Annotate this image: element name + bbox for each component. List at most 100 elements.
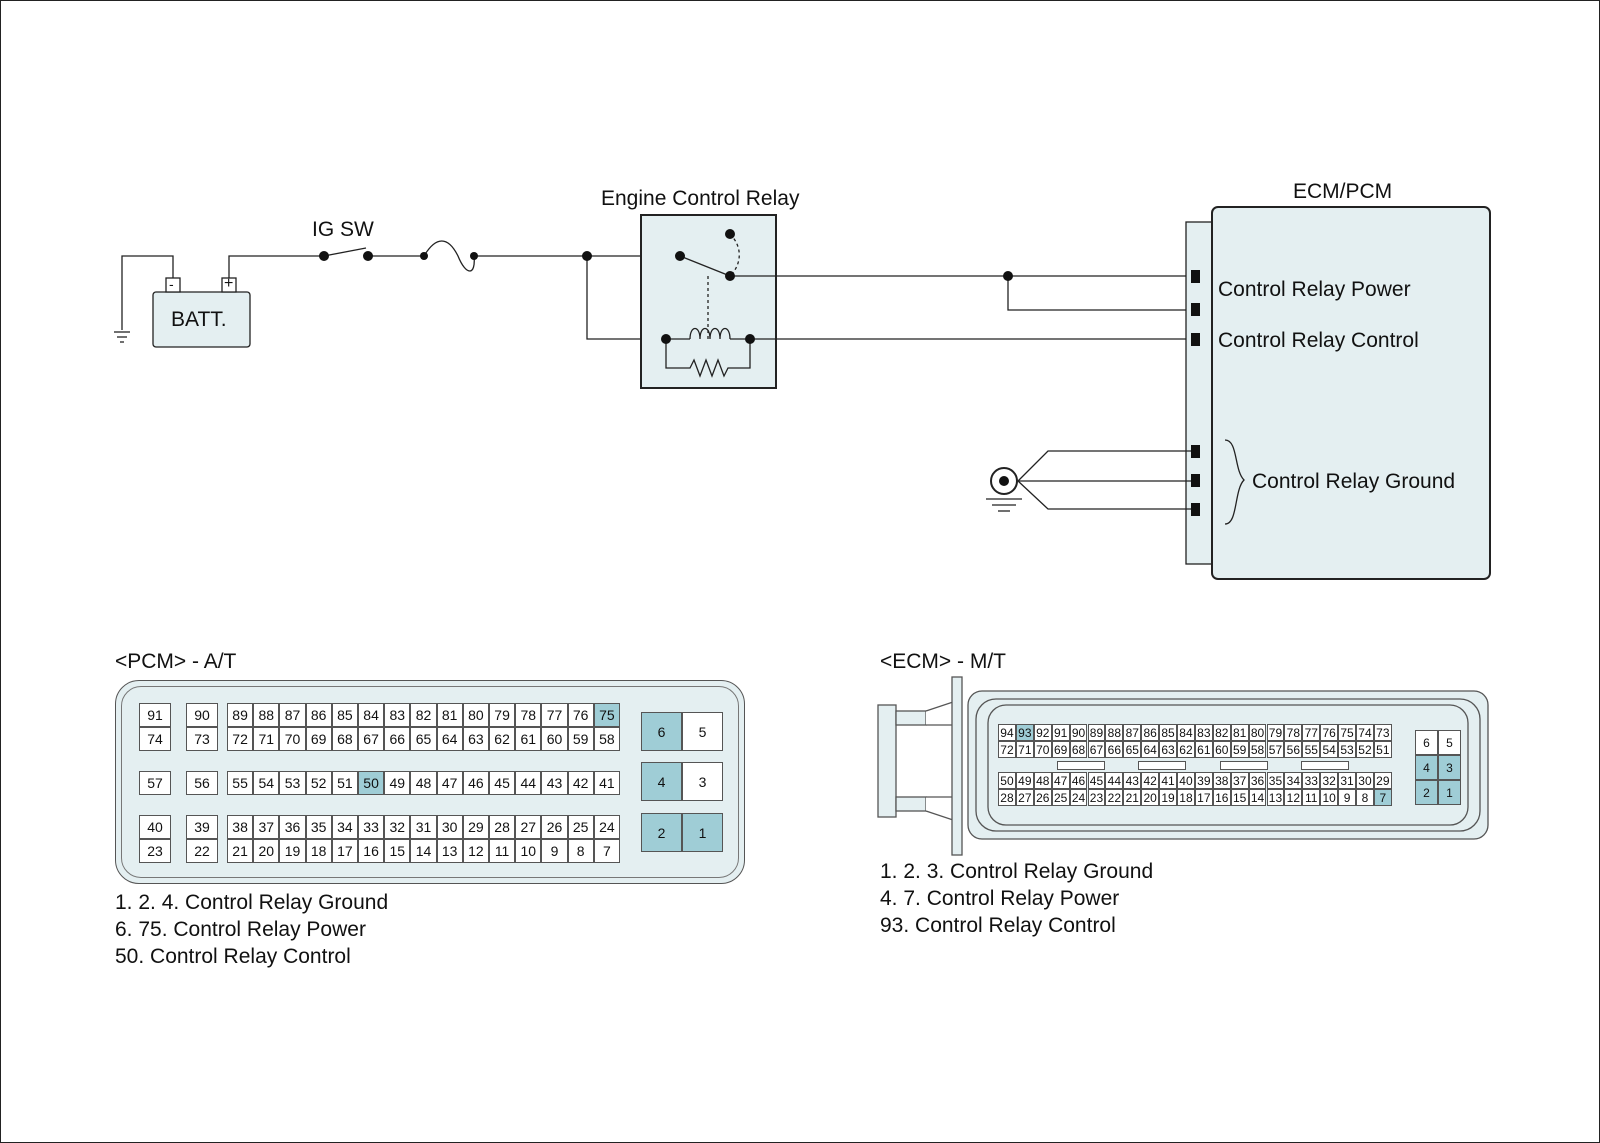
ecm-pin: 89 [1087, 724, 1106, 741]
ecm-pin: 81 [1230, 724, 1249, 741]
ecm-pin: 7 [1373, 789, 1392, 806]
ecm-keying-slot [1220, 761, 1268, 770]
ecm-pin: 11 [1302, 789, 1321, 806]
ecm-pin: 38 [1212, 772, 1231, 789]
pcm-pin: 62 [489, 727, 516, 751]
ecm-pin: 20 [1141, 789, 1160, 806]
ecm-pin: 19 [1159, 789, 1177, 806]
pcm-pin: 39 [186, 815, 218, 839]
ecm-power-pin: 4 [1415, 755, 1438, 780]
ecm-pin: 61 [1194, 741, 1213, 758]
ecm-pin: 32 [1320, 772, 1339, 789]
pcm-pin: 26 [541, 815, 568, 839]
pcm-pin: 86 [305, 703, 332, 727]
pcm-pin: 11 [489, 839, 516, 863]
control-relay-control-label: Control Relay Control [1218, 329, 1419, 352]
ecm-pin: 93 [1015, 724, 1034, 741]
pcm-pin: 13 [436, 839, 463, 863]
pcm-pin: 77 [541, 703, 568, 727]
ecm-pin: 78 [1284, 724, 1303, 741]
pcm-pin: 46 [462, 771, 489, 795]
pcm-pin-list: 1. 2. 4. Control Relay Ground 6. 75. Con… [115, 889, 388, 970]
relay-label: Engine Control Relay [601, 187, 800, 210]
pcm-pin: 87 [279, 703, 306, 727]
pcm-pin: 63 [462, 727, 489, 751]
pcm-pin: 85 [331, 703, 358, 727]
pcm-pin: 10 [515, 839, 542, 863]
ecm-pin: 31 [1338, 772, 1356, 789]
ground-wire-1 [1017, 450, 1195, 482]
pcm-pin: 59 [567, 727, 594, 751]
pcm-pin: 66 [384, 727, 411, 751]
pcm-power-pin: 1 [682, 813, 723, 852]
ecm-pin: 23 [1087, 789, 1106, 806]
ecm-pin: 51 [1373, 741, 1392, 758]
pcm-pin: 64 [436, 727, 463, 751]
ecm-pin: 36 [1248, 772, 1267, 789]
ecm-pin: 15 [1230, 789, 1249, 806]
pcm-pin: 18 [305, 839, 332, 863]
pcm-pin: 80 [462, 703, 489, 727]
pcm-pin: 25 [567, 815, 594, 839]
pcm-pin: 16 [358, 839, 385, 863]
pcm-pin: 74 [139, 727, 171, 751]
pcm-pin: 22 [186, 839, 218, 863]
relay-resistor [665, 339, 751, 378]
pcm-pin: 60 [541, 727, 568, 751]
ecm-pin: 30 [1356, 772, 1374, 789]
pcm-power-pin: 4 [641, 762, 682, 801]
pcm-pin: 45 [489, 771, 516, 795]
ecm-pin: 66 [1105, 741, 1124, 758]
ecm-pin: 67 [1087, 741, 1106, 758]
ecm-pin: 48 [1033, 772, 1052, 789]
relay-coil [689, 327, 731, 340]
coil-feed-wire [586, 256, 666, 340]
ecm-pin: 28 [998, 789, 1016, 806]
ecm-pin: 25 [1051, 789, 1070, 806]
pcm-pin: 88 [253, 703, 280, 727]
pcm-pin: 83 [384, 703, 411, 727]
battery-label: BATT. [171, 308, 227, 331]
pcm-pin: 57 [139, 771, 171, 795]
ecm-pin: 54 [1320, 741, 1339, 758]
pcm-pin: 36 [279, 815, 306, 839]
ecm-pin: 68 [1069, 741, 1088, 758]
pcm-pin: 33 [358, 815, 385, 839]
ecm-pin: 86 [1141, 724, 1160, 741]
ecm-pin: 55 [1302, 741, 1321, 758]
ecm-keying-slot [1301, 761, 1349, 770]
control-relay-ground-label: Control Relay Ground [1252, 470, 1456, 493]
ecm-pin: 90 [1069, 724, 1088, 741]
pcm-pin: 37 [253, 815, 280, 839]
ecm-power-pin: 3 [1438, 755, 1461, 780]
ecm-pin-list: 1. 2. 3. Control Relay Ground 4. 7. Cont… [880, 858, 1153, 939]
ecm-pin: 41 [1159, 772, 1177, 789]
pcm-pin: 76 [567, 703, 594, 727]
battery-box [152, 291, 251, 348]
ecm-pin: 74 [1356, 724, 1374, 741]
ecm-connector-housing [877, 676, 1489, 856]
ecm-pin: 91 [1051, 724, 1070, 741]
pcm-pin: 70 [279, 727, 306, 751]
ecm-body [1211, 206, 1491, 580]
pcm-pin: 32 [384, 815, 411, 839]
ecm-pin: 92 [1033, 724, 1052, 741]
pcm-pin: 12 [462, 839, 489, 863]
pcm-pin: 49 [384, 771, 411, 795]
ecm-pin: 73 [1373, 724, 1392, 741]
ecm-pin: 37 [1230, 772, 1249, 789]
power-wire-2 [1007, 276, 1195, 311]
ecm-pin: 57 [1266, 741, 1285, 758]
ig-switch-label: IG SW [312, 218, 374, 241]
pcm-pin: 40 [139, 815, 171, 839]
ecm-power-pin: 6 [1415, 730, 1438, 755]
pcm-pin: 42 [567, 771, 594, 795]
ecm-connector-title: <ECM> - M/T [880, 650, 1007, 673]
ecm-pin: 58 [1248, 741, 1267, 758]
ecm-pin: 13 [1266, 789, 1285, 806]
ecm-pin: 84 [1177, 724, 1195, 741]
pcm-pin: 61 [515, 727, 542, 751]
ecm-pin: 10 [1320, 789, 1339, 806]
pcm-pin: 15 [384, 839, 411, 863]
relay-switch-arm [679, 255, 731, 277]
